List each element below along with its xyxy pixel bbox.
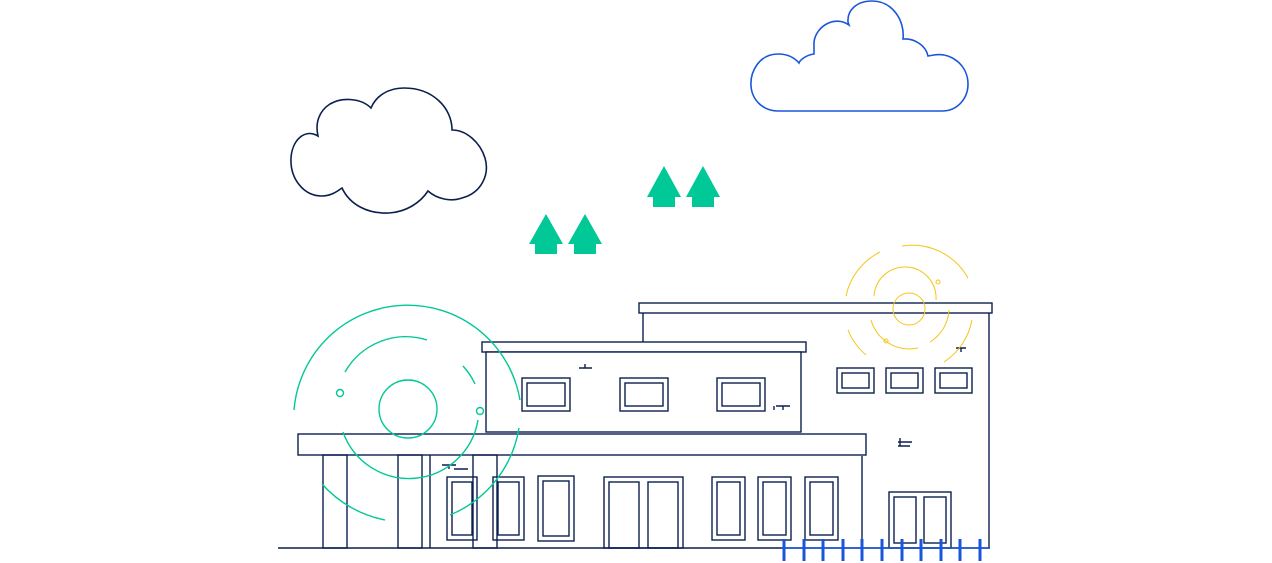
up-arrow-icon: [529, 166, 720, 254]
signal-rings-icon: [845, 244, 973, 363]
fence: [782, 539, 982, 561]
cloud-right: [750, 0, 969, 112]
signal-rings-icon: [293, 304, 521, 521]
cloud-left: [290, 87, 488, 214]
building: [278, 302, 993, 549]
